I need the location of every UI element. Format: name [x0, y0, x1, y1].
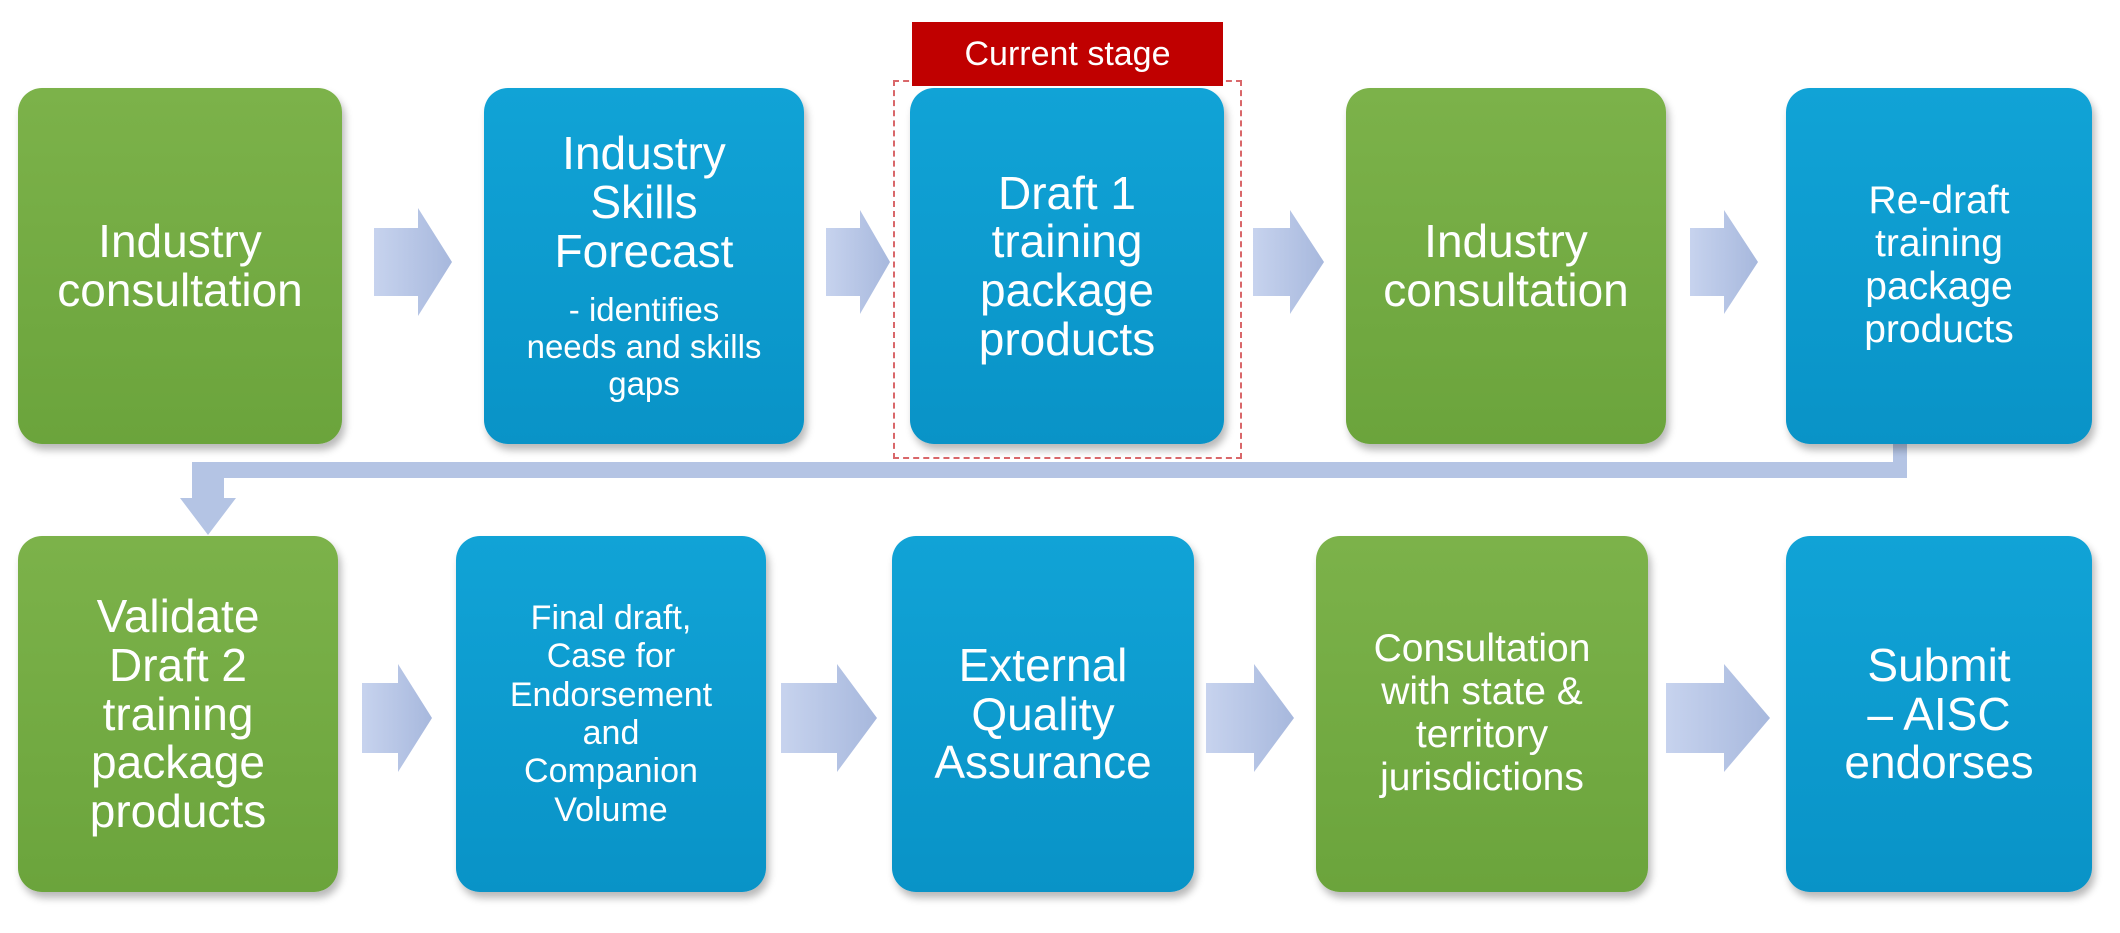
step-industry-consultation-2: Industry consultation — [1346, 88, 1666, 444]
step-title: Final draft, Case for Endorsement and Co… — [509, 598, 713, 829]
step-title: Re-draft training package products — [1864, 179, 2014, 351]
step-title: Submit – AISC endorses — [1844, 638, 2034, 789]
arrow-right-4 — [1690, 210, 1758, 314]
arrow-right-2 — [826, 210, 890, 314]
step-final-draft: Final draft, Case for Endorsement and Co… — [456, 536, 766, 892]
current-stage-label: Current stage — [912, 22, 1223, 86]
step-industry-consultation-1: Industry consultation — [18, 88, 342, 444]
step-title: Industry consultation — [1383, 215, 1629, 316]
step-title: Industry consultation — [57, 215, 303, 316]
step-title: Consultation with state & territory juri… — [1373, 627, 1591, 799]
arrow-right-6 — [781, 664, 877, 772]
arrow-right-1 — [374, 208, 452, 316]
step-title: Draft 1 training package products — [978, 166, 1156, 365]
step-external-quality-assurance: External Quality Assurance — [892, 536, 1194, 892]
step-re-draft: Re-draft training package products — [1786, 88, 2092, 444]
arrow-right-3 — [1253, 210, 1324, 314]
step-title: Validate Draft 2 training package produc… — [89, 590, 267, 838]
step-validate-draft-2: Validate Draft 2 training package produc… — [18, 536, 338, 892]
step-subtitle: - identifies needs and skills gaps — [526, 290, 762, 402]
step-industry-skills-forecast: Industry Skills Forecast - identifies ne… — [484, 88, 804, 444]
step-submit-aisc: Submit – AISC endorses — [1786, 536, 2092, 892]
arrow-right-7 — [1206, 664, 1294, 772]
arrow-right-5 — [362, 664, 432, 772]
step-title: Industry Skills Forecast — [554, 127, 734, 277]
step-title: External Quality Assurance — [934, 638, 1152, 789]
step-consultation-jurisdictions: Consultation with state & territory juri… — [1316, 536, 1648, 892]
step-draft-1: Draft 1 training package products — [910, 88, 1224, 444]
arrow-right-8 — [1666, 664, 1770, 772]
